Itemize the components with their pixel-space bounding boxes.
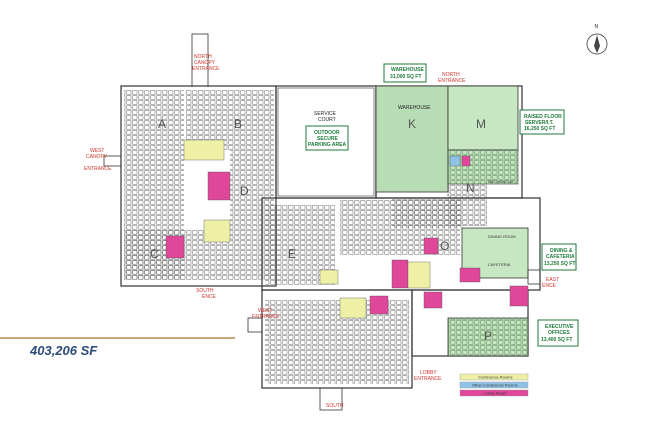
section-label-m: M [476,117,486,131]
entrance-stubs [103,33,541,411]
callout-outdoor-parking: OUTDOOR SECURE PARKING AREA [305,125,349,151]
section-label-d: D [240,184,249,198]
section-label-n: N [466,181,475,195]
svg-text:SECURE: SECURE [317,136,339,142]
south-entrance-label-1: SOUTH [196,288,214,294]
bottom-south-entrance-label: SOUTH [326,403,344,409]
svg-text:DINING &: DINING & [550,248,573,254]
south-entrance-label-2: ENCE [202,294,217,300]
section-label-p: P [484,329,492,343]
compass-label: N [595,24,599,30]
west-canopy-entrance-label-3: ENTRANCE [84,166,112,172]
north-canopy-entrance-label-1: NORTH [194,54,212,60]
section-label-c: C [150,247,159,261]
east-entrance-label-2: ENCE [542,283,557,289]
north-canopy-entrance-label-2: CANOPY [194,60,216,66]
room-blocks [165,139,529,319]
section-label-e: E [288,247,296,261]
dining-room-label: DINING ROOM [488,234,516,239]
warehouse-area [375,85,449,193]
svg-text:13,400 SQ FT: 13,400 SQ FT [541,337,572,343]
service-court-label-2: COURT [318,117,336,123]
callout-executive: EXECUTIVE OFFICES 13,400 SQ FT [537,319,579,347]
north-entrance-label-1: NORTH [442,72,460,78]
svg-text:Lobby Areas: Lobby Areas [484,391,506,396]
executive-area [447,317,529,357]
lobby-entrance-label-2: ENTRANCE [414,376,442,382]
legend: Conference Rooms Other Conference Rooms … [459,373,529,397]
svg-text:WAREHOUSE: WAREHOUSE [391,67,424,73]
west-canopy-entrance-label-2: CANOPY [86,154,108,160]
divider-rule [0,337,235,339]
west-canopy-entrance-label-1: WEST [90,148,104,154]
svg-text:Other Conference Rooms: Other Conference Rooms [472,383,518,388]
svg-text:16,250 SQ FT: 16,250 SQ FT [524,126,555,132]
callout-dining: DINING & CAFETERIA 13,250 SQ FT [541,243,577,271]
svg-text:OFFICES: OFFICES [548,330,570,336]
total-area-label: 403,206 SF [30,343,98,358]
cafeteria-label: CAFETERIA [488,262,511,267]
mechanical-area [447,149,519,185]
west-entrance-label-1: WEST [258,308,272,314]
svg-text:OUTDOOR: OUTDOOR [314,130,340,136]
svg-text:13,250 SQ FT: 13,250 SQ FT [544,261,575,267]
svg-text:SERVER/I.T.: SERVER/I.T. [525,120,554,126]
lobby-entrance-label-1: LOBBY [420,370,437,376]
svg-text:PARKING AREA: PARKING AREA [308,142,346,148]
svg-text:CAFETERIA: CAFETERIA [546,254,575,260]
callout-raised-floor: RAISED FLOOR SERVER/I.T. 16,250 SQ FT [519,109,565,135]
svg-text:Conference Rooms: Conference Rooms [478,375,512,380]
section-label-b: B [234,117,242,131]
svg-text:EXECUTIVE: EXECUTIVE [545,324,574,330]
west-entrance-label-2: ENTRANCE [252,314,280,320]
mechanical-label: MECHANICAL [488,179,515,184]
section-label-k: K [408,117,416,131]
svg-text:RAISED FLOOR: RAISED FLOOR [524,114,562,120]
section-label-a: A [158,117,166,131]
section-label-o: O [440,239,449,253]
service-court-label-1: SERVICE [314,111,337,117]
warehouse-room-label: WAREHOUSE [398,105,431,111]
north-arrow-icon: N [586,24,608,55]
north-canopy-entrance-label-3: ENTRANCE [192,66,220,72]
callout-warehouse: WAREHOUSE 31,000 SQ FT [383,63,427,83]
svg-text:31,000 SQ FT: 31,000 SQ FT [390,74,421,80]
north-entrance-label-2: ENTRANCE [438,78,466,84]
east-entrance-label-1: EAST [546,277,559,283]
server-area [447,85,519,151]
